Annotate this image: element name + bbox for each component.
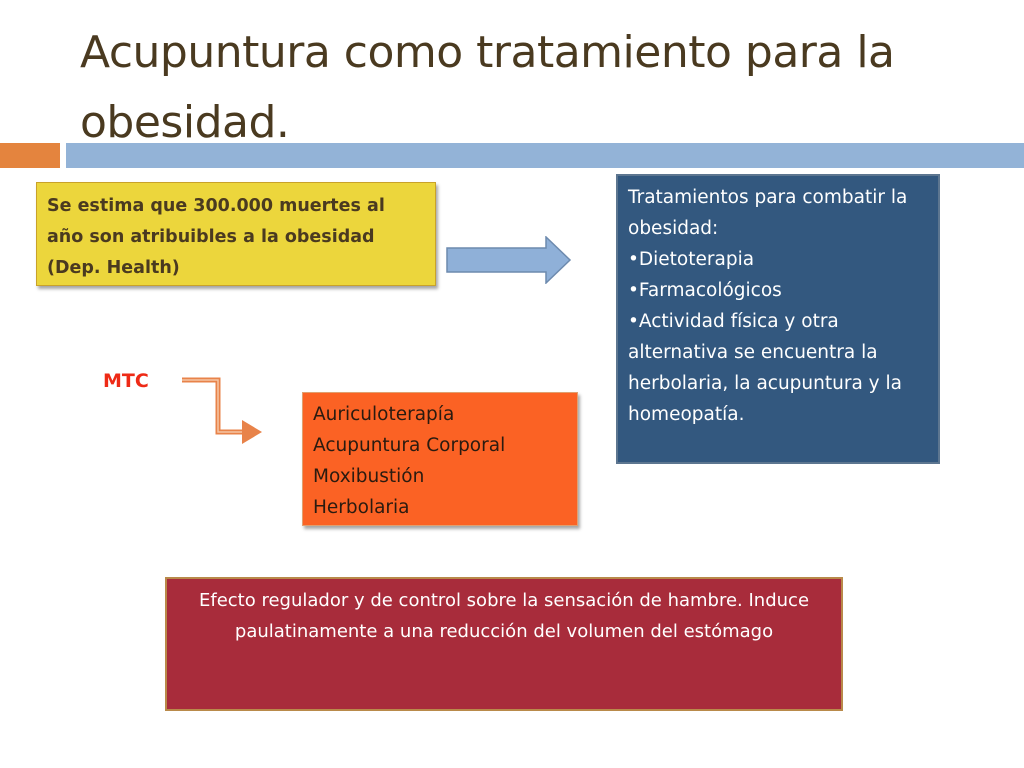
statistic-box: Se estima que 300.000 muertes al año son… — [36, 182, 436, 286]
treatments-box: Tratamientos para combatir la obesidad: … — [616, 174, 940, 464]
slide-title: Acupuntura como tratamiento para la obes… — [80, 27, 895, 148]
technique-item: Moxibustión — [313, 466, 425, 487]
technique-item: Acupuntura Corporal — [313, 435, 506, 456]
treatments-heading: Tratamientos para combatir la obesidad: — [628, 187, 908, 239]
technique-item: Auriculoterapía — [313, 404, 455, 425]
technique-item: Herbolaria — [313, 497, 410, 518]
mtc-techniques-box: Auriculoterapía Acupuntura Corporal Moxi… — [302, 392, 578, 526]
mtc-label: MTC — [103, 370, 149, 392]
right-arrow-icon — [446, 236, 572, 284]
treatment-item: •Actividad física y otra alternativa se … — [628, 311, 902, 425]
accent-bar-blue — [66, 143, 1024, 168]
treatment-item: •Farmacológicos — [628, 280, 782, 301]
accent-bar-orange — [0, 143, 60, 168]
effect-box: Efecto regulador y de control sobre la s… — [165, 577, 843, 711]
treatment-item: •Dietoterapia — [628, 249, 755, 270]
elbow-arrow-icon — [182, 377, 262, 444]
